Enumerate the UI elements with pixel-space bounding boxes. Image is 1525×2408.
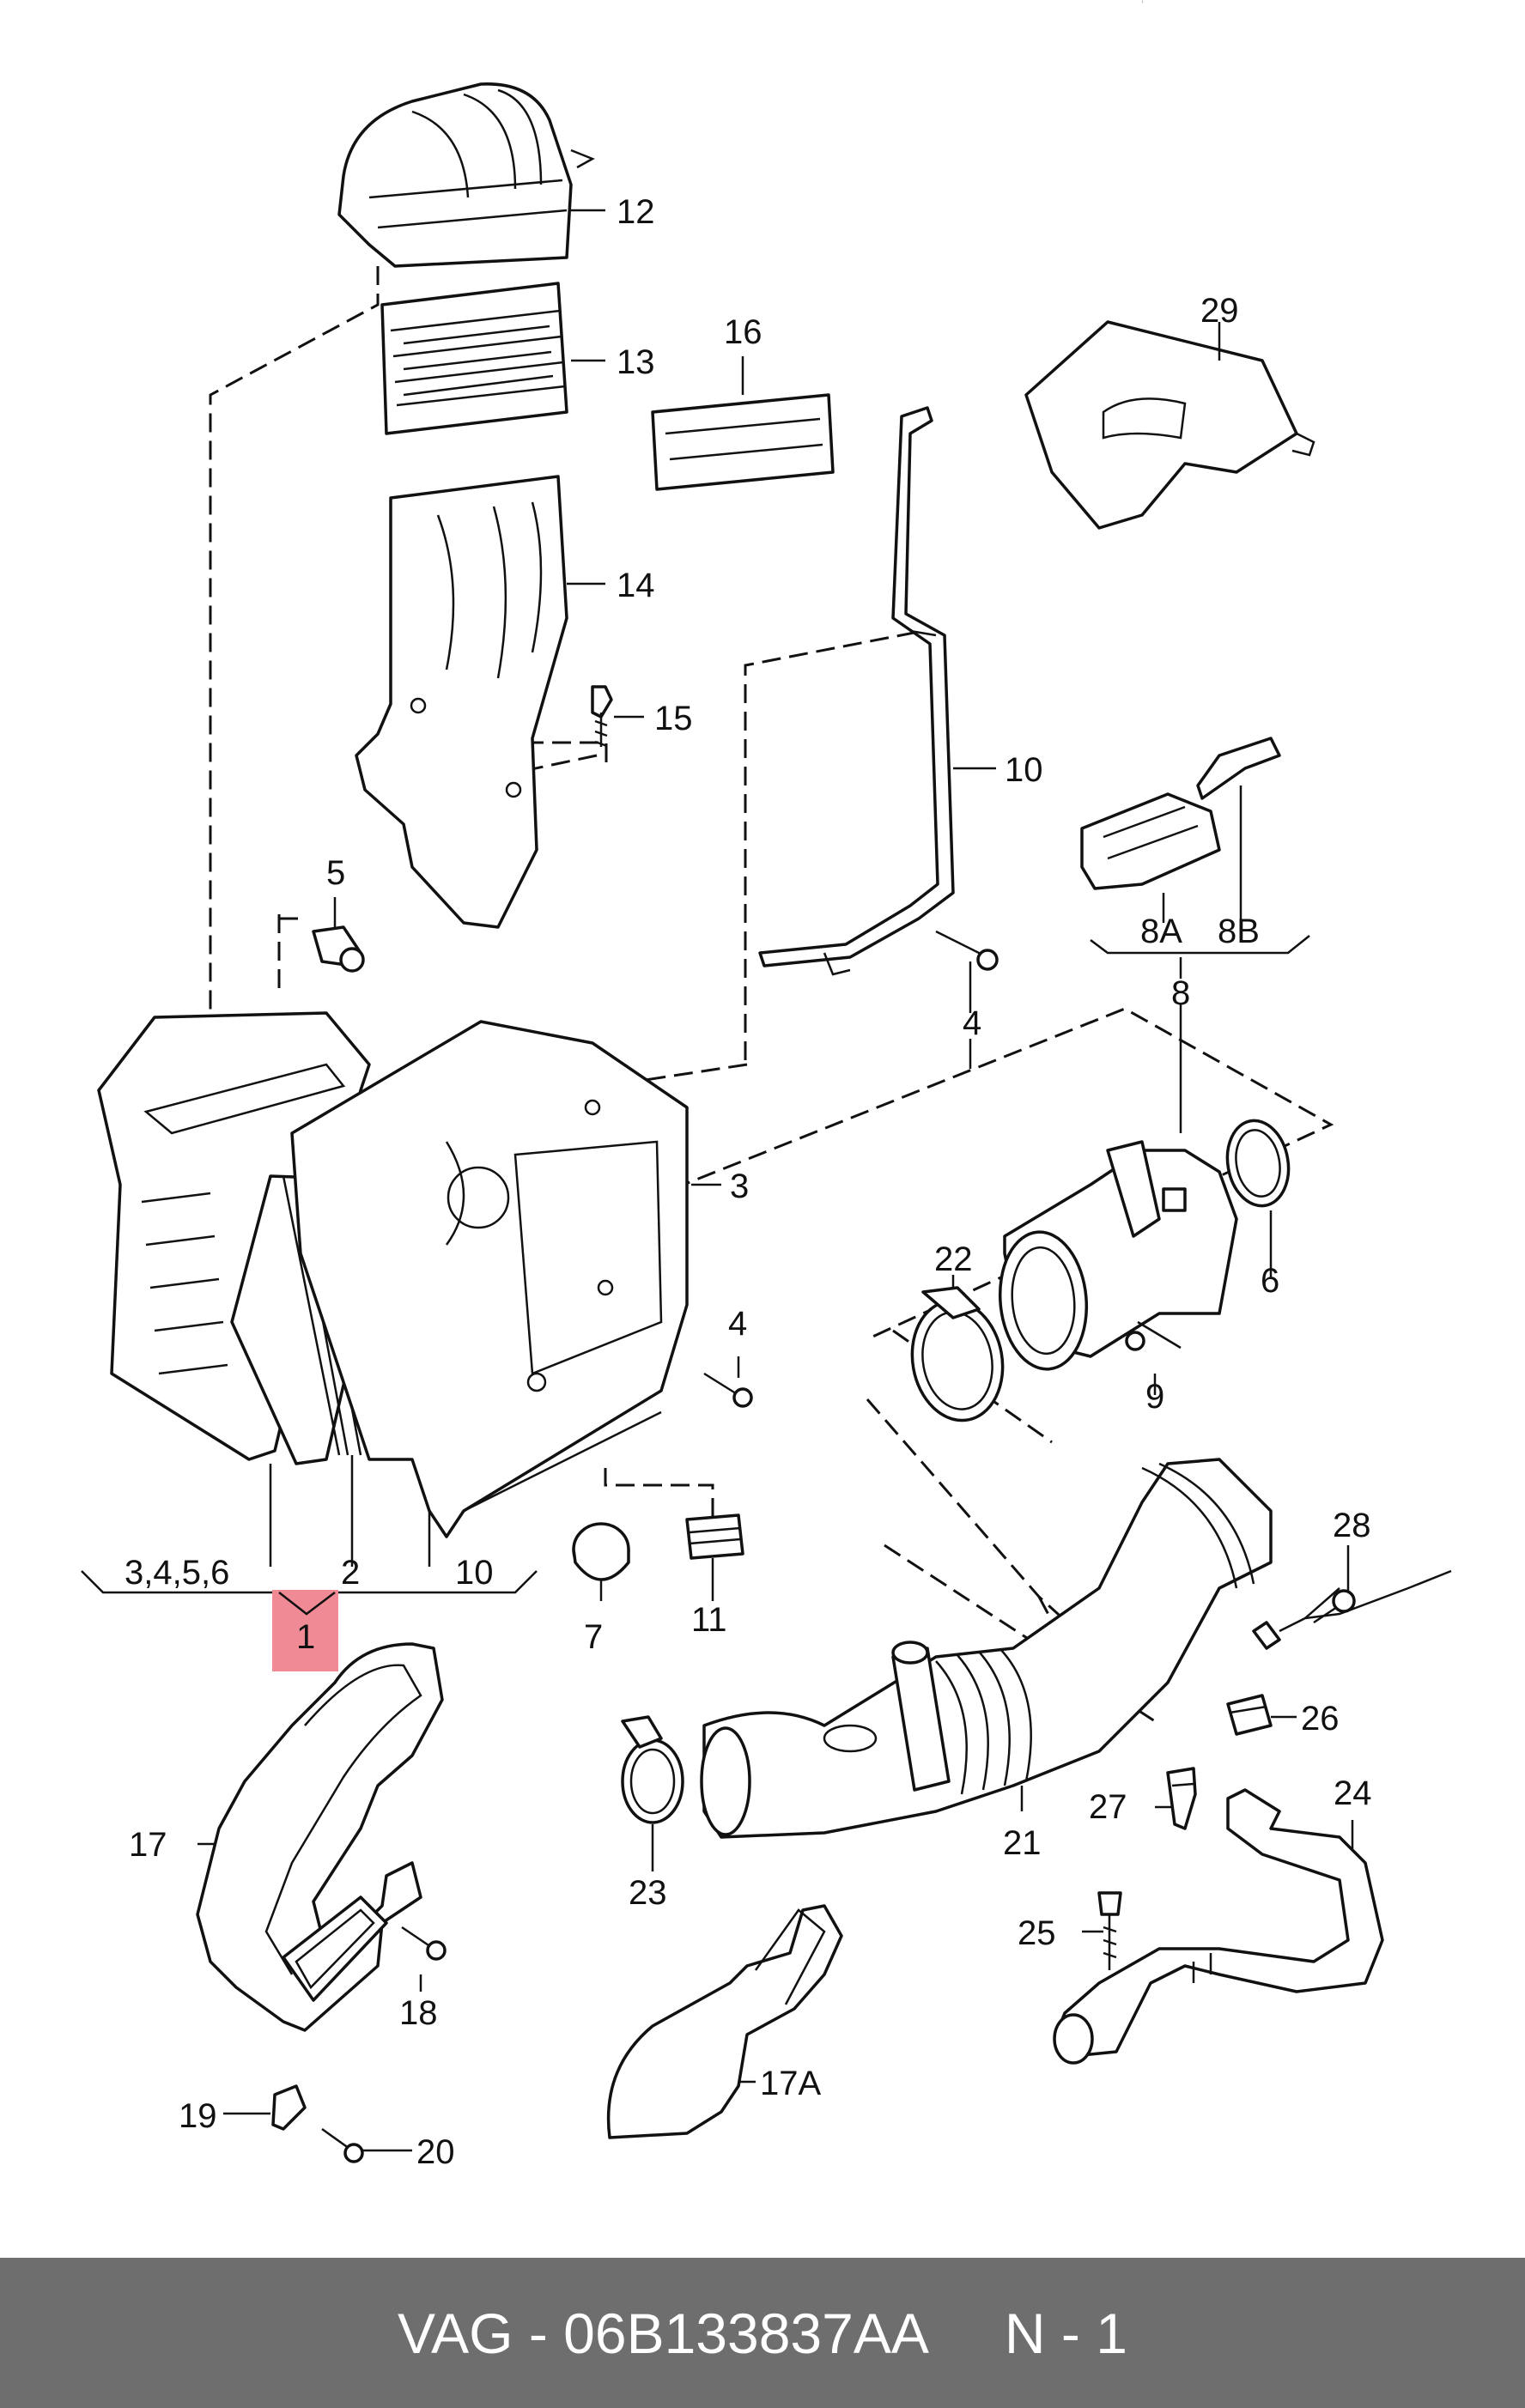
part-14-housing-duct bbox=[355, 475, 568, 929]
exploded-parts-diagram: 12 13 16 29 14 15 10 5 8A 8B 4 8 3 22 6 … bbox=[81, 82, 1452, 2171]
callout-4-upper: 4 bbox=[963, 1004, 981, 1042]
callout-26: 26 bbox=[1301, 1700, 1340, 1738]
part-6-o-ring bbox=[1225, 1119, 1291, 1208]
callout-labels: 12 13 16 29 14 15 10 5 8A 8B 4 8 3 22 6 … bbox=[125, 193, 1372, 2171]
callout-23: 23 bbox=[629, 1874, 667, 1912]
part-23-hose-clamp bbox=[621, 1715, 684, 1824]
part-7-cap bbox=[572, 1522, 630, 1581]
callout-8: 8 bbox=[1171, 974, 1190, 1012]
part-17a-duct-cover bbox=[606, 1904, 843, 2139]
part-8-air-mass-meter-body bbox=[998, 1140, 1238, 1371]
part-18-screw bbox=[401, 1926, 447, 1961]
part-25-bolt bbox=[1097, 1891, 1122, 1970]
callout-13: 13 bbox=[617, 343, 655, 381]
callout-3456: 3,4,5,6 bbox=[125, 1554, 229, 1592]
callout-28: 28 bbox=[1333, 1507, 1371, 1544]
callout-27: 27 bbox=[1089, 1788, 1127, 1826]
callout-12: 12 bbox=[617, 193, 655, 231]
callout-19: 19 bbox=[179, 2097, 217, 2135]
callout-15: 15 bbox=[654, 700, 693, 737]
callout-17: 17 bbox=[129, 1826, 167, 1864]
part-10-breather-hose bbox=[758, 406, 955, 976]
callout-29: 29 bbox=[1200, 292, 1239, 330]
part-4-screw-lower bbox=[703, 1372, 753, 1408]
callout-25: 25 bbox=[1018, 1914, 1056, 1952]
part-28-sensor-wire bbox=[1252, 1569, 1452, 1650]
part-19-bracket bbox=[271, 2084, 307, 2131]
part-15-screw bbox=[591, 685, 613, 748]
part-9-screw bbox=[1125, 1320, 1182, 1351]
callout-22: 22 bbox=[934, 1240, 973, 1278]
part-16-filter-pad bbox=[651, 393, 835, 491]
part-29-bracket bbox=[1024, 320, 1315, 530]
callout-1: 1 bbox=[296, 1618, 315, 1656]
callout-8a: 8A bbox=[1140, 913, 1182, 950]
part-22-hose-clamp bbox=[910, 1286, 1005, 1422]
callout-18: 18 bbox=[399, 1994, 438, 2032]
callout-9: 9 bbox=[1145, 1378, 1164, 1416]
part-11-grommet bbox=[685, 1513, 744, 1560]
part-12-filter-cover bbox=[337, 82, 595, 268]
highlight-box-part-1 bbox=[272, 1590, 338, 1671]
part-5-bolt bbox=[312, 925, 365, 973]
callout-21: 21 bbox=[1003, 1824, 1042, 1862]
part-17-intake-duct bbox=[196, 1642, 444, 2032]
part-8-mass-air-sensor bbox=[1080, 737, 1281, 890]
callout-4-lower: 4 bbox=[728, 1305, 747, 1343]
callout-10-lower: 10 bbox=[455, 1554, 494, 1592]
callout-11: 11 bbox=[691, 1601, 727, 1639]
part-4-screw-upper bbox=[935, 930, 999, 971]
part-26-grommet bbox=[1226, 1694, 1273, 1736]
callout-24: 24 bbox=[1334, 1774, 1372, 1812]
callout-8b: 8B bbox=[1218, 913, 1260, 950]
callout-17a: 17A bbox=[760, 2065, 821, 2102]
part-20-screw bbox=[321, 2127, 364, 2163]
part-21-intake-hose bbox=[700, 1458, 1273, 1839]
footer-bar: VAG - 06B133837AA N - 1 bbox=[0, 2258, 1525, 2408]
callout-6: 6 bbox=[1261, 1262, 1279, 1300]
part-27-valve bbox=[1166, 1767, 1197, 1830]
callout-5: 5 bbox=[326, 854, 345, 892]
callout-2: 2 bbox=[341, 1554, 360, 1592]
callout-3: 3 bbox=[730, 1168, 749, 1205]
callout-16: 16 bbox=[724, 313, 762, 351]
part-24-breather-hose bbox=[1053, 1788, 1384, 2065]
callout-14: 14 bbox=[617, 567, 655, 604]
callout-20: 20 bbox=[416, 2133, 455, 2171]
callout-10-upper: 10 bbox=[1005, 751, 1043, 789]
callout-7: 7 bbox=[584, 1618, 603, 1656]
part-13-filter-element bbox=[380, 282, 568, 435]
part-1-filter-housing bbox=[97, 1011, 689, 1538]
footer-part-number: VAG - 06B133837AA N - 1 bbox=[398, 2301, 1127, 2365]
